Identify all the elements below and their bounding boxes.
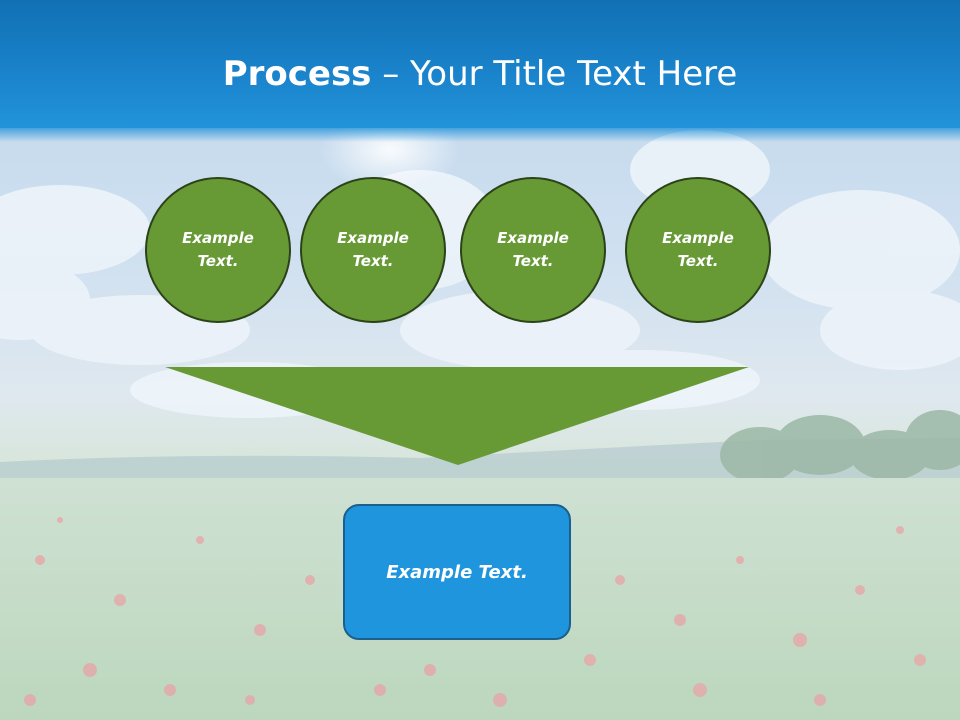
result-box-text: Example Text. [386, 561, 528, 583]
title-rest: – Your Title Text Here [371, 54, 738, 94]
title-band [0, 0, 960, 142]
funnel-arrow [165, 367, 749, 465]
circle-text: Example Text. [182, 229, 254, 270]
trees [720, 410, 960, 483]
poppies [24, 517, 926, 707]
process-circle-3: Example Text. [460, 177, 606, 323]
title-bold: Process [222, 54, 372, 94]
circle-text: Example Text. [662, 229, 734, 270]
process-circle-4: Example Text. [625, 177, 771, 323]
slide-title: Process – Your Title Text Here [0, 52, 960, 96]
result-box: Example Text. [343, 504, 571, 640]
circle-text: Example Text. [497, 229, 569, 270]
process-circle-2: Example Text. [300, 177, 446, 323]
process-circle-1: Example Text. [145, 177, 291, 323]
circle-text: Example Text. [337, 229, 409, 270]
